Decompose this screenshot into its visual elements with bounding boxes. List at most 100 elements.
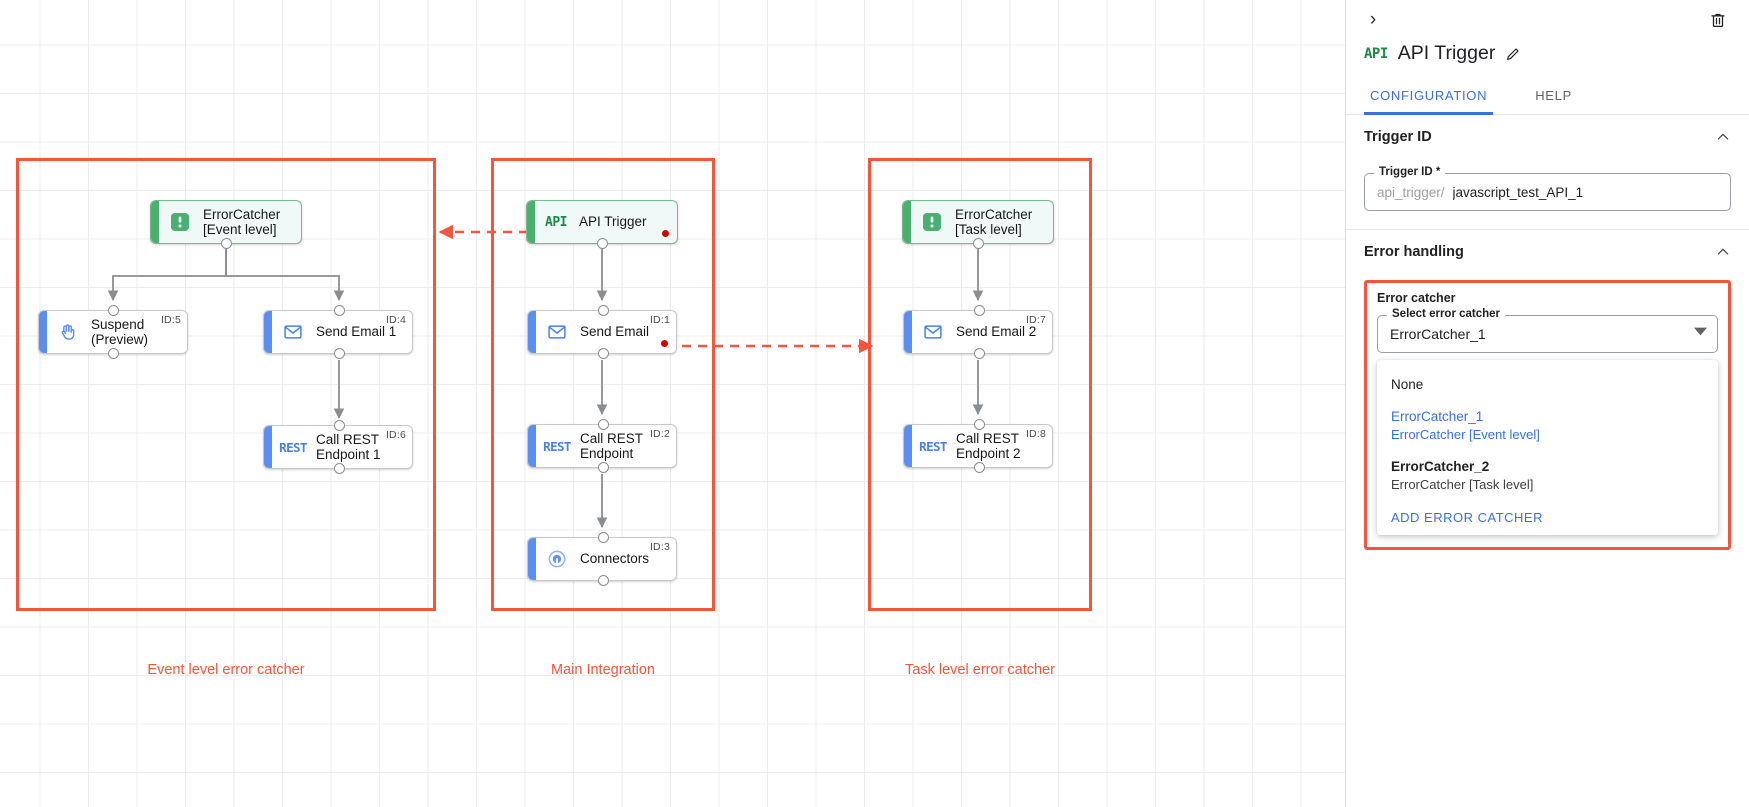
node-accent [904,425,912,467]
section-trigger-id-header[interactable]: Trigger ID [1364,115,1731,159]
node-accent [528,311,536,353]
node-input-port[interactable] [334,420,345,431]
trigger-id-field-label: Trigger ID * [1374,166,1446,178]
node-output-port[interactable] [597,238,608,249]
node-label: Send Email 1 [316,324,397,340]
node-output-port[interactable] [334,348,345,359]
trigger-id-field[interactable]: Trigger ID * api_trigger/ [1364,166,1731,211]
node-id: ID:1 [649,314,670,326]
node-label: Connectors [580,551,650,567]
envelope-icon [916,311,950,353]
node-input-port[interactable] [334,305,345,316]
node-accent [39,311,47,353]
node-output-port[interactable] [974,348,985,359]
trigger-id-input[interactable] [1450,183,1718,201]
node-input-port[interactable] [598,532,609,543]
panel-topbar: › [1346,0,1749,40]
node-output-port[interactable] [974,462,985,473]
delete-trigger-trash-icon[interactable] [1705,7,1731,33]
edit-title-pencil-icon[interactable] [1505,46,1521,62]
rest-icon: REST [279,439,307,455]
node-api-trigger[interactable]: API API Trigger [526,200,678,249]
rest-icon: REST [543,438,571,454]
node-output-port[interactable] [598,462,609,473]
node-label: Call REST Endpoint 2 [956,430,1021,461]
api-icon: API [1364,45,1388,62]
tab-help[interactable]: HELP [1535,88,1572,103]
node-call-rest-endpoint-2[interactable]: REST Call REST Endpoint 2 ID:8 [903,419,1053,473]
api-icon: API [545,214,567,230]
select-error-catcher-value: ErrorCatcher_1 [1390,326,1486,342]
error-indicator-dot [661,340,668,347]
envelope-icon [540,311,574,353]
node-output-port[interactable] [973,238,984,249]
group-frame-event-level[interactable] [16,158,436,611]
group-frame-main-integration[interactable] [491,158,715,611]
node-accent [264,426,272,468]
envelope-icon [276,311,310,353]
chevron-up-icon[interactable] [1715,129,1731,145]
dropdown-option-errorcatcher-1[interactable]: ErrorCatcher_1 ErrorCatcher [Event level… [1377,401,1718,451]
node-id: ID:5 [160,314,181,326]
node-id: ID:4 [385,314,406,326]
option-primary: ErrorCatcher_2 [1391,458,1490,474]
dropdown-option-none[interactable]: None [1377,369,1718,401]
node-input-port[interactable] [974,419,985,430]
group-frame-task-level[interactable] [868,158,1092,611]
node-label: Call REST Endpoint 1 [316,431,381,462]
node-connectors[interactable]: Connectors ID:3 [527,532,677,586]
node-input-port[interactable] [598,305,609,316]
error-catcher-block: Error catcher Select error catcher Error… [1364,280,1731,550]
node-suspend[interactable]: Suspend (Preview) ID:5 [38,305,188,359]
error-catcher-title: Error catcher [1377,291,1456,305]
collapse-panel-chevron-right-icon[interactable]: › [1369,9,1377,30]
error-indicator-dot [662,230,669,237]
add-error-catcher-button[interactable]: ADD ERROR CATCHER [1391,509,1543,525]
section-heading: Trigger ID [1364,129,1432,145]
node-label: ErrorCatcher [Event level] [203,206,281,237]
section-trigger-id: Trigger ID Trigger ID * api_trigger/ [1346,115,1749,230]
node-input-port[interactable] [598,419,609,430]
connectors-icon [540,538,574,580]
group-caption-event-level: Event level error catcher [147,662,305,678]
node-send-email-2[interactable]: Send Email 2 ID:7 [903,305,1053,359]
panel-tabs: CONFIGURATION HELP [1346,77,1749,115]
select-error-catcher[interactable]: Select error catcher ErrorCatcher_1 [1377,308,1718,353]
node-send-email[interactable]: Send Email ID:1 [527,305,677,359]
error-catcher-dropdown-menu[interactable]: None ErrorCatcher_1 ErrorCatcher [Event … [1377,360,1718,535]
node-label: API Trigger [579,214,647,230]
node-accent [904,311,912,353]
node-errorcatcher-task-level[interactable]: ErrorCatcher [Task level] [902,200,1054,249]
tab-configuration[interactable]: CONFIGURATION [1364,77,1494,115]
node-output-port[interactable] [334,463,345,474]
trigger-id-prefix: api_trigger/ [1377,184,1445,200]
rest-icon: REST [919,438,947,454]
node-label: Send Email 2 [956,324,1037,340]
node-input-port[interactable] [974,305,985,316]
node-id: ID:6 [385,429,406,441]
flow-canvas[interactable]: Event level error catcher ErrorCatcher [… [0,0,1345,807]
option-primary: ErrorCatcher_1 [1391,409,1484,425]
node-output-port[interactable] [108,348,119,359]
option-secondary: ErrorCatcher [Event level] [1391,427,1540,443]
node-label: ErrorCatcher [Task level] [955,206,1033,237]
dropdown-option-errorcatcher-2[interactable]: ErrorCatcher_2 ErrorCatcher [Task level] [1377,451,1718,501]
node-output-port[interactable] [598,348,609,359]
section-heading: Error handling [1364,244,1464,260]
node-send-email-1[interactable]: Send Email 1 ID:4 [263,305,413,359]
node-output-port[interactable] [221,238,232,249]
node-id: ID:8 [1025,428,1046,440]
node-id: ID:2 [649,428,670,440]
node-input-port[interactable] [108,305,119,316]
chevron-down-icon[interactable] [1694,325,1707,343]
properties-panel: › API API Trigger CONFIGURATION HELP Tri… [1345,0,1749,807]
node-call-rest-endpoint[interactable]: REST Call REST Endpoint ID:2 [527,419,677,473]
node-id: ID:3 [649,541,670,553]
section-error-handling-header[interactable]: Error handling [1364,230,1731,274]
node-label: Call REST Endpoint [580,430,644,461]
node-call-rest-endpoint-1[interactable]: REST Call REST Endpoint 1 ID:6 [263,420,413,474]
node-errorcatcher-event-level[interactable]: ErrorCatcher [Event level] [150,200,302,249]
option-primary: None [1391,377,1424,392]
chevron-up-icon[interactable] [1715,244,1731,260]
node-output-port[interactable] [598,575,609,586]
